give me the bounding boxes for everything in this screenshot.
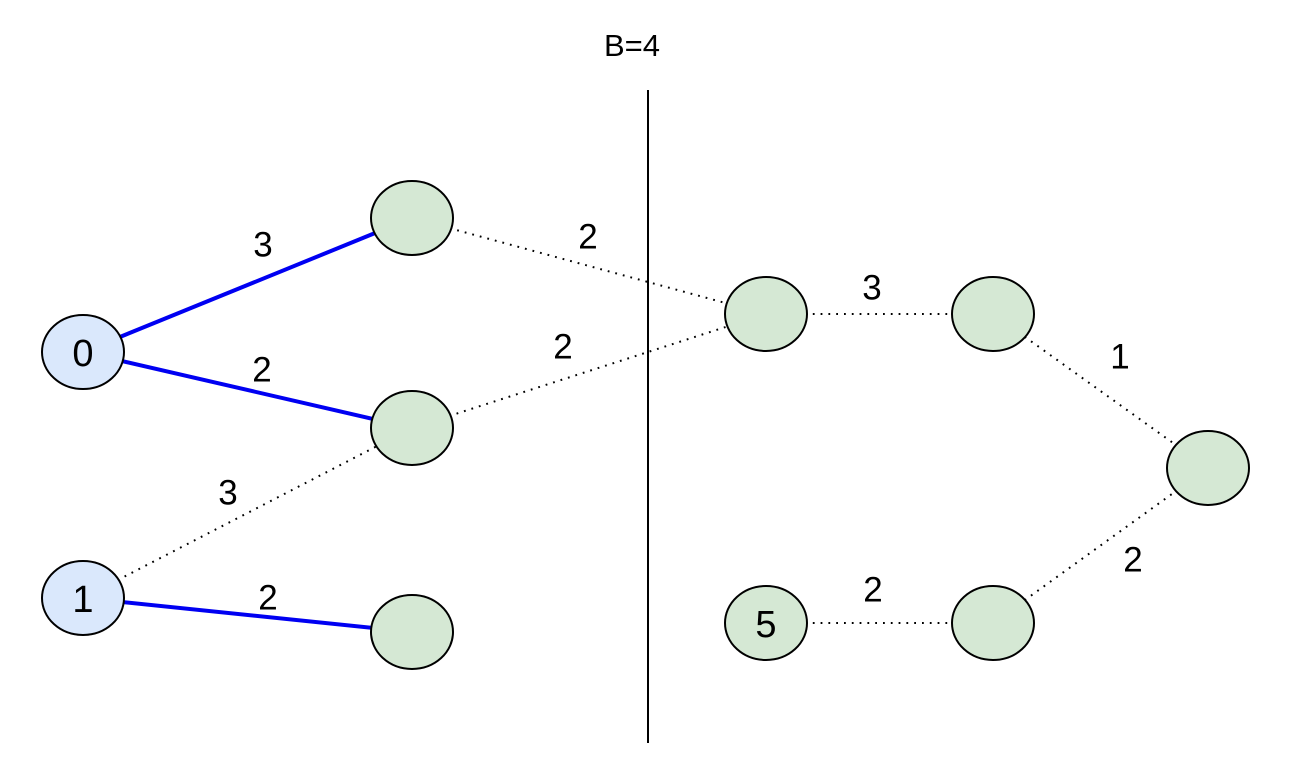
graph-node-nE (951, 276, 1035, 352)
graph-node-5 (724, 585, 808, 661)
edge-weight-label: 2 (553, 328, 572, 367)
edge-weight-label: 2 (578, 218, 597, 257)
graph-node-nF (1166, 430, 1250, 506)
edges-layer (82, 216, 1209, 634)
edge-weight-label: 2 (863, 571, 882, 610)
edge-nA-nD (411, 217, 767, 315)
edge-n0-nA (82, 216, 413, 354)
edge-n1-nB (82, 427, 413, 599)
diagram-title: B=4 (604, 28, 660, 63)
node-label-0: 0 (72, 333, 93, 375)
graph-node-nG (951, 585, 1035, 661)
graph-node-0 (41, 314, 125, 390)
edge-weight-label: 2 (1123, 541, 1142, 580)
graph-node-nA (370, 180, 454, 256)
edge-weight-label: 3 (218, 474, 237, 513)
edge-weight-label: 2 (252, 351, 271, 390)
labels-layer: 3 2 3 2 2 2 3 1 2 2 0 1 5 (72, 218, 1142, 647)
graph-node-nB (370, 390, 454, 466)
node-label-1: 1 (72, 579, 93, 621)
edge-weight-label: 3 (253, 226, 272, 265)
graph-node-nC (370, 594, 454, 670)
edge-weight-label: 2 (258, 579, 277, 618)
graph-node-1 (41, 560, 125, 636)
edge-nB-nD (411, 313, 767, 429)
edge-weight-label: 3 (862, 269, 881, 308)
node-label-5: 5 (755, 604, 776, 646)
graph-node-nD (724, 276, 808, 352)
edge-n1-nC (82, 596, 413, 634)
edge-weight-label: 1 (1110, 338, 1129, 377)
nodes-layer (41, 180, 1250, 670)
edge-n0-nB (82, 350, 413, 430)
